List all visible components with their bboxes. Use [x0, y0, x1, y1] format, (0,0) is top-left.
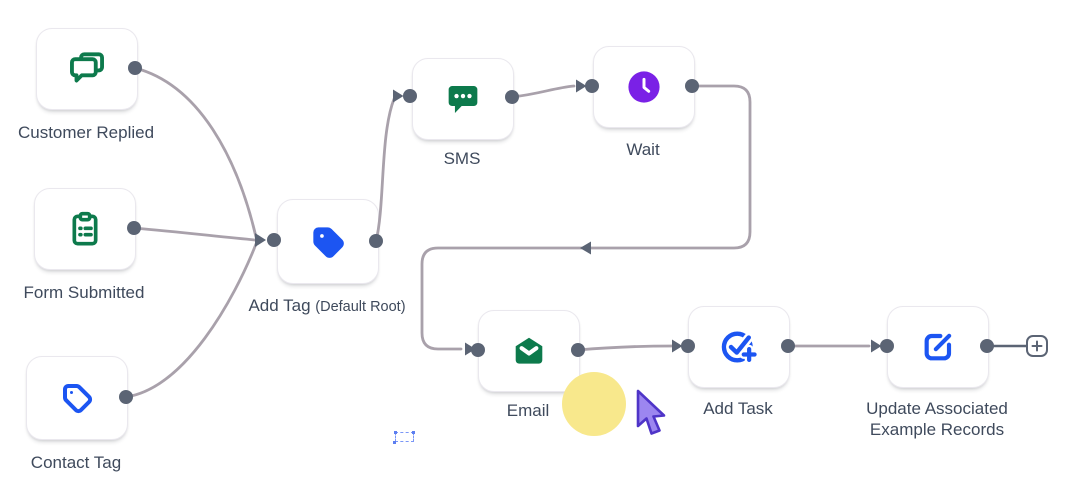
node-card[interactable] — [34, 188, 136, 270]
selection-artifact — [393, 431, 415, 444]
node-card[interactable] — [412, 58, 514, 140]
node-label: Add Tag (Default Root) — [248, 295, 405, 318]
node-label: Customer Replied — [17, 123, 155, 142]
tag-outline-icon — [57, 378, 97, 418]
node-card[interactable] — [277, 199, 379, 284]
node-card[interactable] — [36, 28, 138, 110]
chat-double-icon — [66, 48, 108, 90]
clock-icon — [627, 70, 661, 104]
artifact-handle — [394, 431, 397, 434]
node-card[interactable] — [887, 306, 989, 388]
node-label-sub: (Default Root) — [315, 299, 406, 315]
tag-filled-icon — [306, 220, 350, 264]
edit-square-icon — [918, 327, 958, 367]
clipboard-icon — [65, 209, 105, 249]
node-label: Wait — [626, 140, 660, 159]
node-label: Add Task — [703, 399, 773, 418]
node-label: Contact Tag — [30, 453, 122, 472]
node-label: Email — [506, 401, 550, 420]
node-card[interactable] — [688, 306, 790, 388]
node-label: Form Submitted — [23, 283, 145, 302]
node-card[interactable] — [478, 310, 580, 392]
task-check-plus-icon — [718, 326, 760, 368]
pointer-arrow-icon — [634, 389, 668, 441]
artifact-handle — [412, 431, 415, 434]
node-label: Update Associated Example Records — [866, 399, 1008, 439]
node-card[interactable] — [593, 46, 695, 128]
sms-bubble-icon — [442, 78, 484, 120]
node-label-main: Add Tag — [248, 296, 311, 315]
plus-icon — [1031, 340, 1043, 352]
add-node-button[interactable] — [1026, 335, 1048, 357]
artifact-handle — [393, 441, 396, 444]
node-label: SMS — [443, 149, 481, 168]
node-card[interactable] — [26, 356, 128, 440]
click-highlight-circle — [562, 372, 626, 436]
envelope-icon — [508, 330, 550, 372]
